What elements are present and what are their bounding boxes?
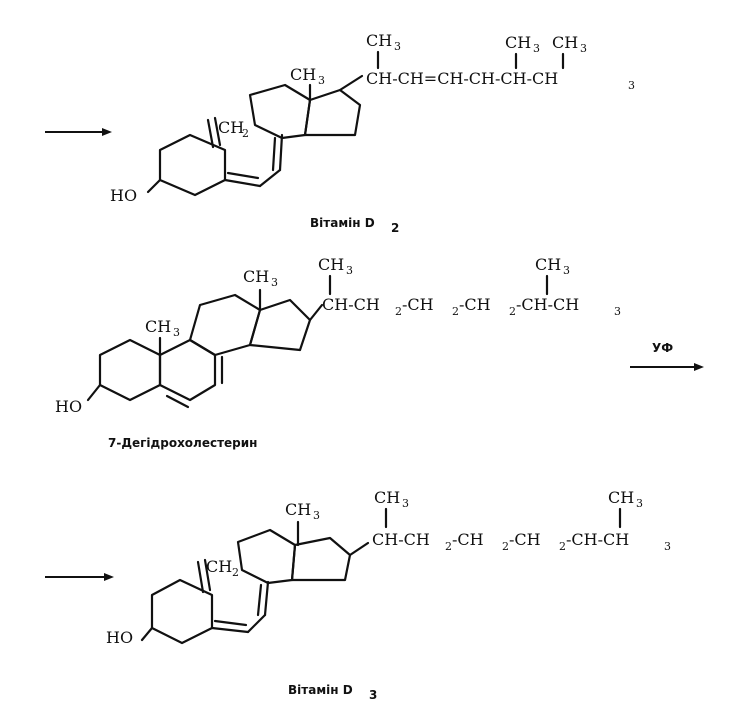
svg-text:2: 2 — [232, 566, 239, 579]
svg-text:3: 3 — [563, 264, 570, 277]
svg-text:2: 2 — [395, 305, 402, 318]
caption-dehydrocholesterol: 7-Дегідрохолестерин — [108, 436, 257, 450]
d2-ch3-top: CH — [366, 31, 392, 50]
ring-c — [236, 528, 297, 585]
svg-text:3: 3 — [636, 497, 643, 510]
dhc-chain-1: CH-CH — [322, 295, 380, 314]
svg-text:3: 3 — [580, 42, 587, 55]
dhc-methyl-c: CH — [243, 267, 269, 286]
svg-text:3: 3 — [533, 42, 540, 55]
vitamin-d2-structure: CH 2 HO CH 3 CH 3 CH 3 CH 3 CH-CH=CH-CH-… — [45, 31, 635, 235]
ring-a — [158, 133, 227, 197]
svg-text:3: 3 — [346, 264, 353, 277]
vitamin-d3-structure: CH 2 HO CH 3 CH 3 CH 3 CH-CH 2 -CH 2 -CH… — [45, 488, 671, 702]
d3-chain-4: -CH-CH — [566, 530, 629, 549]
svg-text:2: 2 — [559, 540, 566, 553]
dhc-chain-4: -CH-CH — [516, 295, 579, 314]
svg-text:3: 3 — [318, 74, 325, 87]
dehydrocholesterol-structure: CH 3 CH 3 HO CH 3 CH 3 CH-CH 2 -CH 2 -CH… — [55, 255, 704, 450]
svg-text:3: 3 — [614, 305, 621, 318]
svg-text:3: 3 — [394, 40, 401, 53]
svg-text:2: 2 — [452, 305, 459, 318]
dhc-chain-3: -CH — [459, 295, 491, 314]
dhc-ch3-branch: CH — [535, 255, 561, 274]
d2-side-chain: CH-CH=CH-CH-CH-CH — [366, 69, 558, 88]
d3-ch2-label: CH — [206, 557, 232, 576]
svg-text:3: 3 — [313, 509, 320, 522]
d3-chain-2: -CH — [452, 530, 484, 549]
uv-label: УФ — [652, 341, 673, 355]
svg-text:3: 3 — [271, 276, 278, 289]
d3-methyl-label: CH — [285, 500, 311, 519]
svg-text:3: 3 — [173, 326, 180, 339]
d2-ch2-label: CH — [218, 118, 244, 137]
svg-text:3: 3 — [628, 79, 635, 92]
reaction-arrow-2 — [45, 573, 114, 581]
reaction-arrow-1 — [45, 128, 112, 136]
d3-chain-1: CH-CH — [372, 530, 430, 549]
svg-text:2: 2 — [445, 540, 452, 553]
svg-text:3: 3 — [664, 540, 671, 553]
svg-text:3: 3 — [402, 497, 409, 510]
d2-methyl-label: CH — [290, 65, 316, 84]
d3-ch3-top: CH — [374, 488, 400, 507]
ring-d — [303, 88, 362, 137]
svg-text:2: 2 — [242, 127, 249, 140]
d3-ch3-branch: CH — [608, 488, 634, 507]
dhc-methyl-a: CH — [145, 317, 171, 336]
dhc-ho-label: HO — [55, 397, 82, 416]
ring-c — [188, 293, 262, 357]
caption-vitamin-d3: Вітамін D — [288, 683, 353, 697]
d2-ho-label: HO — [110, 186, 137, 205]
svg-text:2: 2 — [509, 305, 516, 318]
ring-d — [248, 298, 312, 352]
ring-c — [248, 83, 312, 140]
ring-a — [98, 338, 162, 402]
dhc-chain-2: -CH — [402, 295, 434, 314]
svg-text:2: 2 — [502, 540, 509, 553]
uv-arrow: УФ — [630, 341, 704, 371]
svg-text:2: 2 — [391, 221, 399, 235]
svg-text:3: 3 — [369, 688, 377, 702]
ring-a — [150, 578, 214, 645]
d2-ch3-a: CH — [505, 33, 531, 52]
caption-vitamin-d2: Вітамін D — [310, 216, 375, 230]
d2-ch3-b: CH — [552, 33, 578, 52]
d3-ho-label: HO — [106, 628, 133, 647]
dhc-ch3-top: CH — [318, 255, 344, 274]
ring-d — [290, 536, 352, 582]
d3-chain-3: -CH — [509, 530, 541, 549]
